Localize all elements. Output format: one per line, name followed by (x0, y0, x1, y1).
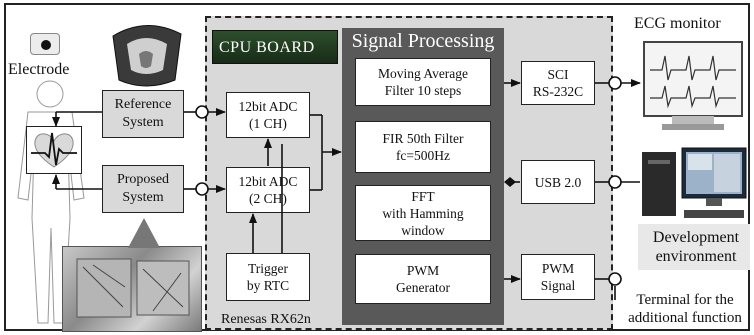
signal-processing-title: Signal Processing (351, 30, 495, 52)
computer-icon (640, 146, 748, 222)
heart-ecg-icon (26, 126, 82, 174)
ecg-monitor-icon (642, 40, 744, 132)
trigger-block: Trigger by RTC (226, 253, 310, 301)
proposed-system-block: Proposed System (102, 165, 184, 213)
fir-filter-block: FIR 50th Filter fc=500Hz (355, 121, 491, 173)
adc-1ch-block: 12bit ADC (1 CH) (226, 92, 310, 138)
usb-block: USB 2.0 (521, 160, 595, 204)
reference-system-block: Reference System (102, 90, 184, 138)
electrode-icon (30, 33, 60, 55)
development-env-box (638, 224, 750, 270)
sci-block: SCI RS-232C (521, 61, 595, 105)
ecg-monitor-label: ECG monitor (634, 15, 721, 32)
renesas-label: Renesas RX62n (221, 312, 311, 327)
electrode-label: Electrode (8, 61, 70, 78)
reference-device-icon (105, 14, 187, 92)
moving-average-block: Moving Average Filter 10 steps (355, 58, 491, 106)
proposed-device-photo (62, 246, 202, 332)
adc-2ch-block: 12bit ADC (2 CH) (226, 167, 310, 213)
pwm-signal-block: PWM Signal (521, 254, 595, 300)
outer-frame (4, 3, 750, 331)
terminal-label: Terminal for the additional function (628, 292, 742, 326)
callout-triangle (128, 218, 160, 248)
cpu-board-label: CPU BOARD (219, 39, 315, 56)
fft-block: FFT with Hamming window (355, 185, 491, 241)
cpu-board-photo: CPU BOARD (212, 30, 338, 64)
development-env-label: Development environment (652, 229, 740, 265)
pwm-generator-block: PWM Generator (355, 254, 491, 304)
